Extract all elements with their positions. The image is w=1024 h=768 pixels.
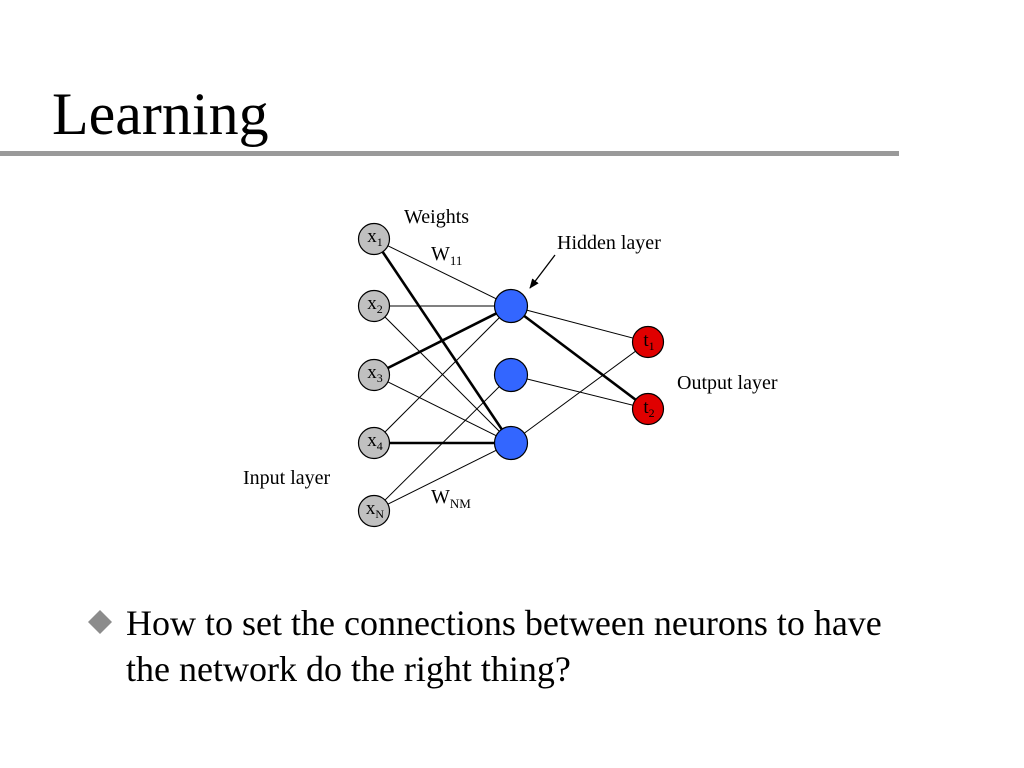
input-x2-base: x bbox=[367, 293, 377, 314]
input-x1-sub: 1 bbox=[377, 235, 383, 249]
output-t1-base: t bbox=[643, 330, 649, 351]
weight-wnm-base: W bbox=[431, 486, 450, 508]
input-x3-base: x bbox=[367, 362, 377, 383]
weight-w11-label: W11 bbox=[431, 243, 462, 268]
weight-wnm-label: WNM bbox=[431, 486, 471, 511]
output-layer-label: Output layer bbox=[677, 372, 778, 394]
weight-w11-base: W bbox=[431, 243, 450, 265]
input-node-x3: x3 bbox=[357, 358, 391, 392]
slide-title: Learning bbox=[52, 81, 269, 147]
input-x1-base: x bbox=[367, 226, 377, 247]
hidden-node-3 bbox=[493, 425, 529, 461]
input-x2-sub: 2 bbox=[377, 302, 383, 316]
hidden-node-1 bbox=[493, 288, 529, 324]
output-layer-nodes: t1 t2 bbox=[631, 325, 665, 426]
connection-h1-t1 bbox=[510, 305, 649, 343]
svg-text:x4: x4 bbox=[367, 430, 383, 453]
title-divider bbox=[0, 151, 899, 156]
input-layer-nodes: x1 x2 x3 x4 xN bbox=[357, 222, 391, 528]
input-x4-sub: 4 bbox=[377, 439, 383, 453]
connection-x4-h1 bbox=[373, 305, 512, 444]
input-x3-sub: 3 bbox=[377, 371, 383, 385]
connection-h1-t2 bbox=[510, 304, 649, 411]
weights-label: Weights bbox=[404, 206, 469, 228]
weight-w11-sub: 11 bbox=[450, 253, 463, 268]
hidden-output-connections bbox=[510, 304, 649, 444]
connection-x3-h1 bbox=[373, 304, 512, 377]
connection-h3-t1 bbox=[510, 341, 649, 444]
output-t1-sub: 1 bbox=[649, 339, 655, 353]
output-t2-base: t bbox=[643, 397, 649, 418]
connection-x1-h1 bbox=[373, 238, 512, 307]
svg-text:t1: t1 bbox=[643, 330, 654, 353]
hidden-layer-label: Hidden layer bbox=[557, 232, 661, 254]
svg-text:x2: x2 bbox=[367, 293, 383, 316]
input-xn-sub: N bbox=[375, 507, 384, 521]
input-hidden-connections bbox=[372, 238, 513, 512]
connection-x3-h3 bbox=[373, 374, 512, 444]
weight-wnm-sub: NM bbox=[450, 496, 471, 511]
input-node-x4: x4 bbox=[357, 426, 391, 460]
output-node-t1: t1 bbox=[631, 325, 665, 359]
svg-text:x3: x3 bbox=[367, 362, 383, 385]
input-node-x2: x2 bbox=[357, 289, 391, 323]
input-node-xn: xN bbox=[357, 494, 391, 528]
svg-text:t2: t2 bbox=[643, 397, 654, 420]
bullet-item: How to set the connections between neuro… bbox=[86, 600, 906, 692]
output-node-t2: t2 bbox=[631, 392, 665, 426]
input-node-x1: x1 bbox=[357, 222, 391, 256]
output-t2-sub: 2 bbox=[649, 406, 655, 420]
hidden-layer-arrow bbox=[529, 254, 556, 289]
hidden-layer-nodes bbox=[493, 288, 529, 461]
svg-text:xN: xN bbox=[366, 498, 385, 521]
input-layer-label: Input layer bbox=[243, 467, 331, 489]
bullet-text: How to set the connections between neuro… bbox=[126, 603, 882, 689]
input-x4-base: x bbox=[367, 430, 377, 451]
svg-text:x1: x1 bbox=[367, 226, 383, 249]
connection-xn-h2 bbox=[373, 374, 512, 512]
diamond-bullet-icon bbox=[88, 610, 112, 634]
input-xn-base: x bbox=[366, 498, 376, 519]
hidden-node-2 bbox=[493, 357, 529, 393]
connection-xn-h3 bbox=[373, 442, 512, 512]
